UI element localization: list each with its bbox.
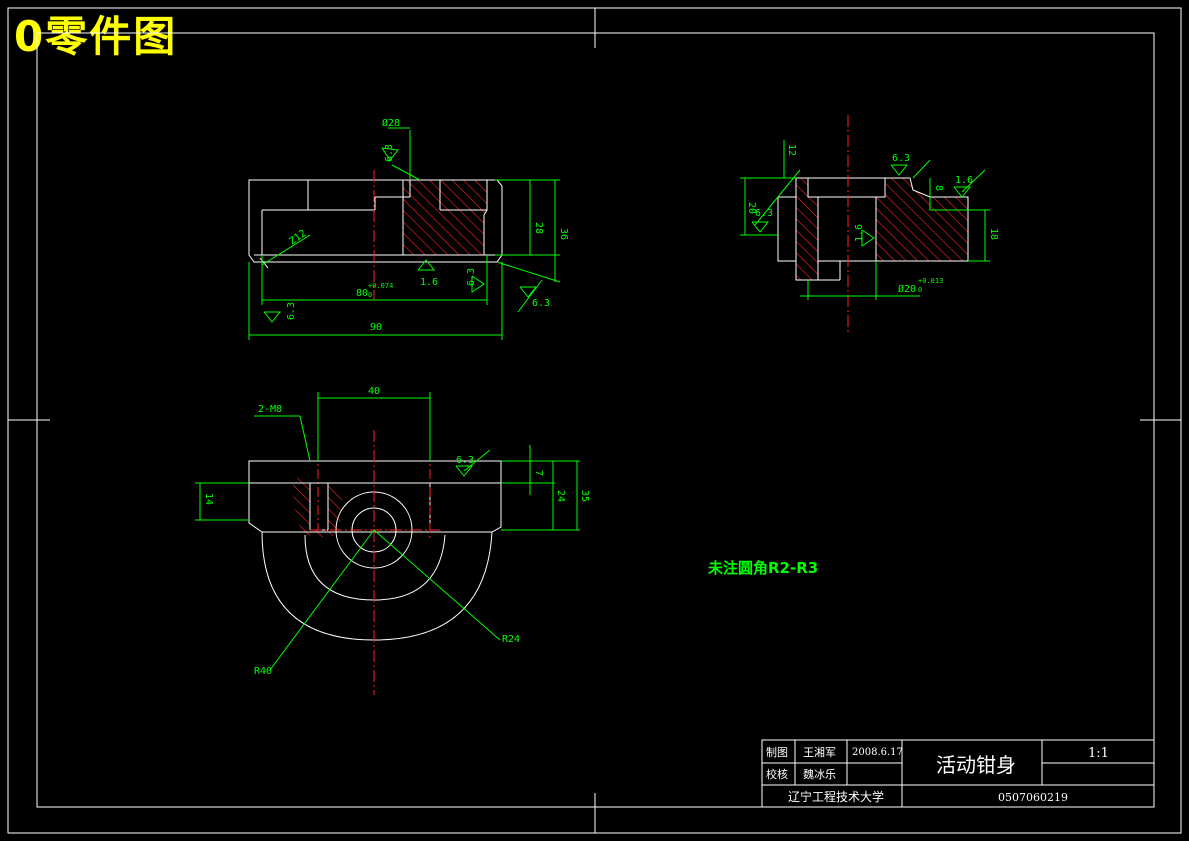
dim-top-ra63c: 6.3 <box>532 298 550 309</box>
dim-bot-7: 7 <box>533 470 544 476</box>
dim-side-dia20: Ø20 <box>898 283 916 295</box>
dim-top-80tol-lo: 0 <box>368 291 372 299</box>
tb-part-name: 活动钳身 <box>936 753 1016 777</box>
tb-drawn-label: 制图 <box>766 746 788 759</box>
fillet-note: 未注圆角R2-R3 <box>707 559 818 577</box>
tb-drawn-date: 2008.6.17 <box>852 747 903 758</box>
dim-top-28: 28 <box>533 222 544 234</box>
inner-border <box>36 32 1155 808</box>
dim-side-18: 18 <box>988 228 999 240</box>
dim-top-ra63a: 6.3 <box>384 144 395 162</box>
dim-bot-35: 35 <box>579 490 590 502</box>
dim-side-8: 8 <box>933 185 944 191</box>
dim-side-ra63b: 6.3 <box>755 208 773 219</box>
dim-bot-r40: R40 <box>254 666 272 677</box>
tb-checked-label: 校核 <box>766 767 788 781</box>
dim-bot-r24: R24 <box>502 634 520 645</box>
dim-top-80tol-up: +0.074 <box>368 282 393 290</box>
dim-top-dia28: Ø28 <box>382 117 400 129</box>
tb-drawing-no: 0507060219 <box>998 791 1068 804</box>
dim-side-tol-up: +0.013 <box>918 277 943 285</box>
dim-side-ra16a: 1.6 <box>955 175 973 186</box>
dim-top-80: 80 <box>356 288 368 299</box>
dim-top-212: Z12 <box>287 228 308 247</box>
dim-side-ra63a: 6.3 <box>892 153 910 164</box>
dim-side-ra16b: 1.6 <box>854 224 865 242</box>
dim-side-12: 12 <box>786 144 797 156</box>
outer-border <box>7 7 1182 834</box>
side-view: 12 6.3 8 1.6 20 6.3 1.6 18 Ø20 +0.013 0 <box>740 115 999 335</box>
center-marks <box>8 8 1181 833</box>
tb-school: 辽宁工程技术大学 <box>788 789 884 804</box>
dim-bot-40: 40 <box>368 386 380 397</box>
dim-top-ra63d: 6.3 <box>286 302 297 320</box>
front-view: Ø28 6.3 Z12 28 36 80 +0.074 0 1.6 6.3 6.… <box>248 117 569 340</box>
tb-scale: 1:1 <box>1088 746 1109 761</box>
dim-bot-24: 24 <box>555 490 566 502</box>
dim-side-20: 20 <box>746 202 757 214</box>
dim-top-ra16: 1.6 <box>420 277 438 288</box>
top-view: 40 2-M8 6.3 7 24 35 14 R24 R40 <box>195 386 590 695</box>
dim-bot-2m8: 2-M8 <box>258 404 282 415</box>
dim-bot-ra63: 6.3 <box>456 455 474 466</box>
corner-title: 0零件图 <box>14 12 178 61</box>
tb-checked-name: 魏冰乐 <box>803 767 836 781</box>
title-block <box>761 739 1155 808</box>
dim-side-tol-lo: 0 <box>918 286 922 294</box>
dim-top-36: 36 <box>558 228 569 240</box>
dim-top-90: 90 <box>370 322 382 333</box>
tb-drawn-name: 王湘军 <box>803 745 836 759</box>
dim-top-ra63b: 6.3 <box>466 268 477 286</box>
dim-bot-14: 14 <box>203 493 214 505</box>
